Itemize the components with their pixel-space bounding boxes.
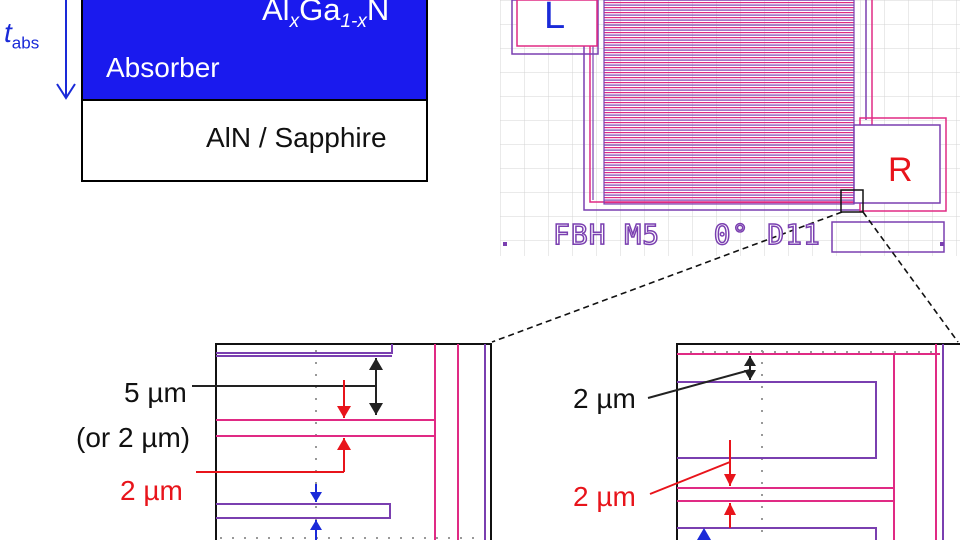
pad-left-outline xyxy=(511,0,599,55)
device-layout xyxy=(500,0,960,256)
zoom-source-box xyxy=(840,189,864,213)
thickness-arrow xyxy=(56,0,76,100)
zoom-panel-right xyxy=(647,343,960,540)
substrate-layer xyxy=(81,99,428,182)
pad-right-label: R xyxy=(888,151,913,189)
zoom-panel-left xyxy=(192,343,492,540)
zoom-right-pitch-label: 2 µm xyxy=(573,383,636,414)
zoom-left-pitch-label: 5 µm xyxy=(124,377,187,408)
absorber-layer xyxy=(81,0,428,99)
zoom-left-pitch-alt-label: (or 2 µm) xyxy=(76,422,191,453)
marker-box xyxy=(831,221,945,253)
zoom-right-finger-width-label: 2 µm xyxy=(573,481,636,512)
zoom-leader-right xyxy=(862,211,959,343)
chip-marking: FBH M5 0° D11 xyxy=(552,218,821,251)
zoom-left-finger-width-label: 2 µm xyxy=(120,475,183,506)
absorber-label: Absorber xyxy=(106,52,220,83)
zoom-leader-left xyxy=(491,211,843,343)
pad-left xyxy=(516,0,598,47)
pad-right xyxy=(853,124,941,204)
absorber-formula: AlxGa1-xN xyxy=(262,0,390,33)
interdigitated-fingers xyxy=(604,0,854,204)
thickness-label: tabs xyxy=(4,17,40,53)
substrate-label: AlN / Sapphire xyxy=(206,122,387,153)
pad-left-label: L xyxy=(544,0,566,37)
